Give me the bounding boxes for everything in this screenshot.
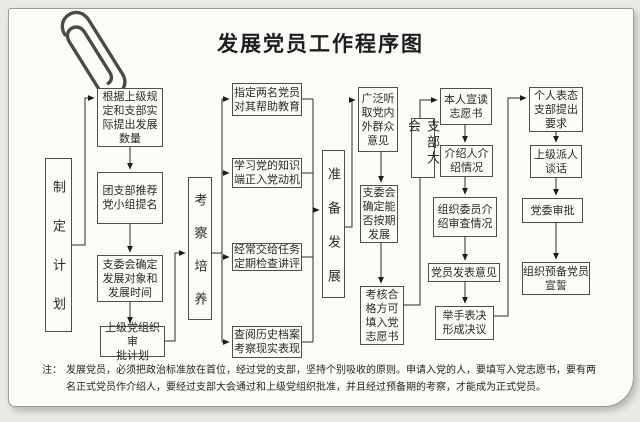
node-label: 上级派人 谈话 <box>534 148 578 175</box>
node-label: 党员发表意见 <box>431 266 497 279</box>
node-learn-knowledge: 学习党的知识 端正入党动机 <box>232 158 302 188</box>
node-members-opinions: 党员发表意见 <box>428 263 500 282</box>
node-label: 支委会 确定能 否按期 发展 <box>362 187 396 241</box>
diagram-title: 发展党员工作程序图 <box>217 33 424 56</box>
node-read-application: 本人宣读 志愿书 <box>440 88 492 125</box>
node-label: 经常交给任务 定期检查讲评 <box>234 244 300 270</box>
node-label: 组织预备党员 宣誓 <box>523 265 589 292</box>
node-review-history: 查阅历史档案 考察现实表现 <box>232 326 302 358</box>
node-league-recommend: 团支部推荐 党小组提名 <box>97 172 163 224</box>
node-label: 介绍人介 绍情况 <box>444 148 489 174</box>
node-organizer-report: 组织委员介 绍审查情况 <box>433 197 497 237</box>
footnote-label: 注： <box>42 365 62 376</box>
node-label: 举手表决 形成决议 <box>442 310 487 336</box>
stage-plan-label: 制定计划 <box>51 180 66 336</box>
stage-branch-meeting: 支部大会 <box>406 118 440 178</box>
stage-cultivate-label: 考察培养 <box>192 192 208 325</box>
node-label: 组织委员介 绍审查情况 <box>437 204 493 230</box>
node-fill-application: 考核合 格方可 填入党 志愿书 <box>360 286 404 345</box>
node-plan-quantity: 根据上级规 定和支部实 际提出发展 数量 <box>97 88 163 147</box>
stage-cultivate: 考察培养 <box>188 177 212 325</box>
node-committee-approval: 党委审批 <box>522 198 583 223</box>
node-label: 个人表态 支部提出 要求 <box>534 89 578 130</box>
node-label: 查阅历史档案 考察现实表现 <box>234 329 300 355</box>
node-label: 团支部推荐 党小组提名 <box>102 185 158 211</box>
node-committee-targets: 支委会确定 发展对象和 发展时间 <box>97 255 163 302</box>
stage-branch-meeting-label: 支部大会 <box>406 119 440 167</box>
node-listen-opinions: 广泛听 取党内 外群众 意见 <box>358 87 398 152</box>
node-label: 上级党组织审 批计划 <box>105 321 160 362</box>
footnote-text: 发展党员，必须把政治标准放在首位，经过党的支部，坚持个别吸收的原则。申请入党的人… <box>66 365 596 393</box>
node-assign-tasks: 经常交给任务 定期检查讲评 <box>232 243 302 271</box>
node-label: 学习党的知识 端正入党动机 <box>234 160 300 186</box>
stage-plan: 制定计划 <box>45 158 72 336</box>
node-oath-ceremony: 组织预备党员 宣誓 <box>522 262 590 295</box>
node-label: 指定两名党员 对其帮助教育 <box>234 86 300 113</box>
node-personal-statement: 个人表态 支部提出 要求 <box>529 87 583 132</box>
node-approve-plan: 上级党组织审 批计划 <box>100 322 165 362</box>
node-assign-helpers: 指定两名党员 对其帮助教育 <box>232 83 302 116</box>
node-label: 支委会确定 发展对象和 发展时间 <box>102 258 158 299</box>
node-label: 根据上级规 定和支部实 际提出发展 数量 <box>102 90 158 145</box>
node-introducer-report: 介绍人介 绍情况 <box>440 145 493 177</box>
node-vote-resolution: 举手表决 形成决议 <box>435 306 494 340</box>
node-label: 本人宣读 志愿书 <box>444 93 488 120</box>
node-label: 广泛听 取党内 外群众 意见 <box>361 92 395 147</box>
node-label: 党委审批 <box>530 204 575 217</box>
stage-prepare: 准备发展 <box>322 150 345 303</box>
node-label: 考核合 格方可 填入党 志愿书 <box>365 288 399 343</box>
stage-prepare-label: 准备发展 <box>326 166 341 303</box>
node-committee-schedule: 支委会 确定能 否按期 发展 <box>360 185 398 243</box>
footnote: 注： 发展党员，必须把政治标准放在首位，经过党的支部，坚持个别吸收的原则。申请入… <box>42 362 600 396</box>
node-superior-talk: 上级派人 谈话 <box>530 145 582 178</box>
